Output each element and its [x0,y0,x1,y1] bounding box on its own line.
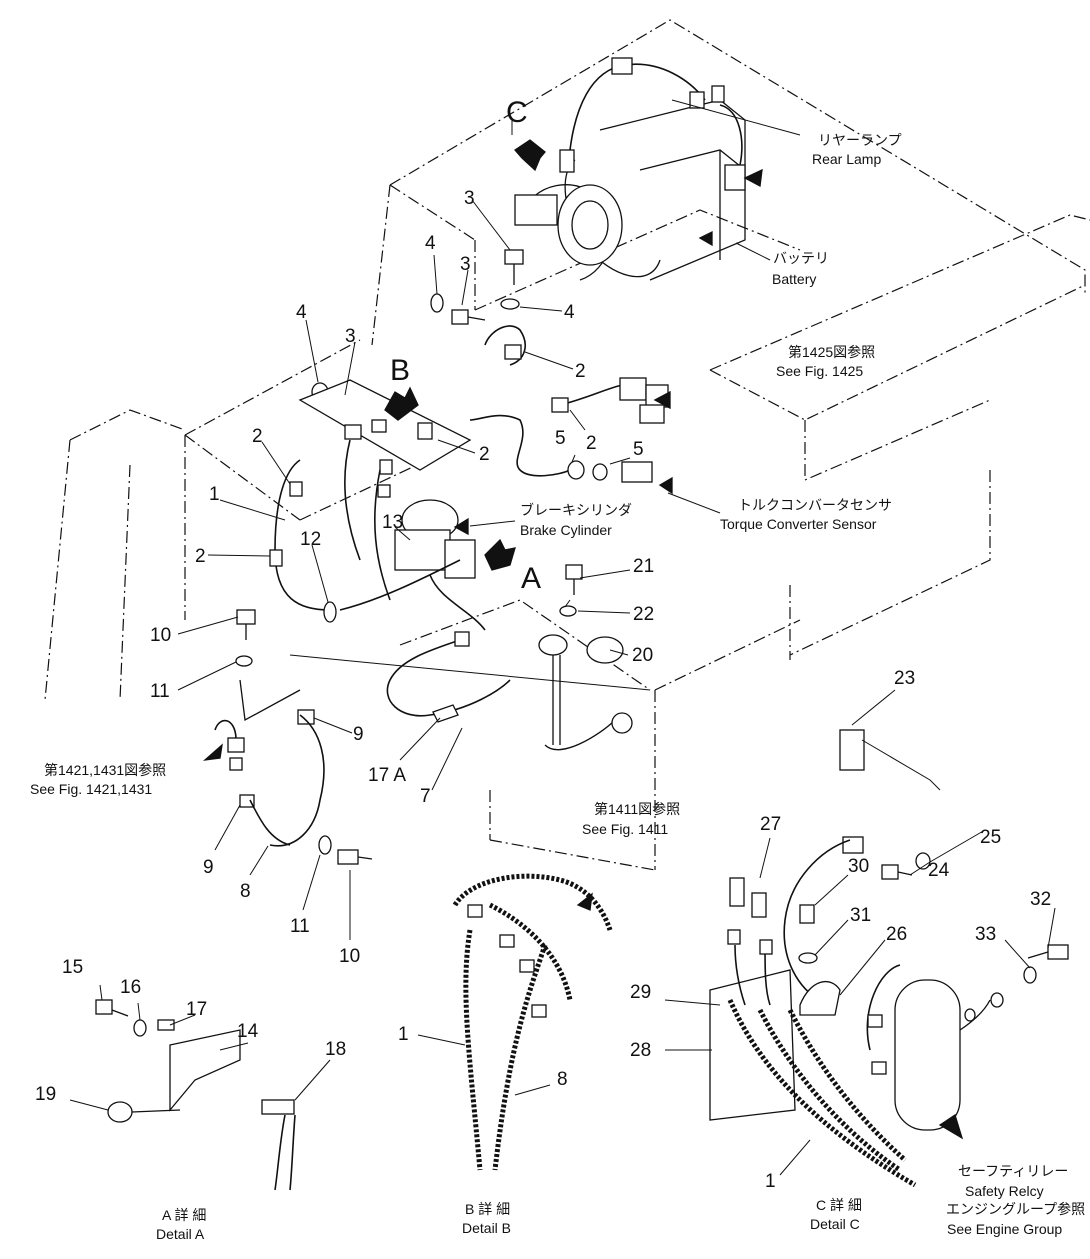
engine-group-label: See Engine Group [947,1221,1062,1237]
fig1425-label: See Fig. 1425 [776,363,863,379]
callout-10: 10 [150,625,171,646]
callout-30: 30 [848,856,869,877]
callout-22: 22 [633,604,654,625]
callout-14: 14 [237,1021,259,1042]
callout-B: B [390,354,410,387]
rear-lamp-jp-label: リヤーランプ [818,132,902,148]
torque-sensor-jp-label: トルクコンバータセンサ [738,497,892,513]
callout-1: 1 [765,1171,776,1192]
caption-labels: リヤーランプ Rear Lamp バッテリ Battery 第1425図参照 S… [30,132,1085,1242]
detail-a-drawing [95,999,296,1191]
callout-21: 21 [633,556,654,577]
callout-17A: 17 A [368,765,406,786]
fig1411-label: See Fig. 1411 [582,821,668,837]
callout-10: 10 [339,946,360,967]
brake-cylinder-jp-label: ブレーキシリンダ [520,502,632,518]
detail-a-jp-label: A 詳 細 [162,1207,206,1223]
detail-b-label: Detail B [462,1220,511,1236]
direction-arrows [202,139,964,1140]
callout-A: A [521,562,541,595]
callout-16: 16 [120,977,141,998]
callout-23: 23 [894,668,915,689]
machine-body-outline [44,19,1090,871]
detail-b-drawing [452,873,613,1171]
fig1421-label: See Fig. 1421,1431 [30,781,152,797]
callout-2: 2 [575,361,586,382]
callout-15: 15 [62,957,83,978]
callout-4: 4 [296,302,307,323]
callout-C: C [506,96,528,129]
callout-33: 33 [975,924,996,945]
bracket-b-assembly [214,377,669,865]
callout-labels: C B A 3 3 3 4 4 4 2 2 2 2 2 5 5 1 12 13 … [35,96,1051,1192]
callout-32: 32 [1030,889,1051,910]
callout-3: 3 [464,188,475,209]
callout-5: 5 [555,428,566,449]
brake-cylinder-label: Brake Cylinder [520,522,612,538]
safety-relay-label: Safety Relcy [965,1183,1044,1199]
callout-20: 20 [632,645,653,666]
callout-2: 2 [479,444,490,465]
callout-31: 31 [850,905,871,926]
callout-8: 8 [557,1069,568,1090]
callout-26: 26 [886,924,907,945]
fig1425-jp-label: 第1425図参照 [788,344,875,360]
detail-c-jp-label: C 詳 細 [816,1197,862,1213]
fig1411-jp-label: 第1411図参照 [594,801,680,817]
callout-29: 29 [630,982,651,1003]
callout-3: 3 [460,254,471,275]
callout-5: 5 [633,439,644,460]
callout-4: 4 [564,302,575,323]
callout-1: 1 [398,1024,409,1045]
callout-25: 25 [980,827,1001,848]
detail-c-drawing [709,729,1069,1188]
callout-2: 2 [586,433,597,454]
callout-4: 4 [425,233,436,254]
rear-lamp-label: Rear Lamp [812,151,881,167]
battery-jp-label: バッテリ [773,250,829,266]
callout-11: 11 [290,916,310,937]
leader-lines [69,99,1056,1176]
fig1421-jp-label: 第1421,1431図参照 [44,762,166,778]
battery-label: Battery [772,271,816,287]
rear-lamp-assembly [514,57,746,281]
callout-2: 2 [252,426,263,447]
callout-13: 13 [382,512,403,533]
detail-a-label: Detail A [156,1226,205,1242]
callout-9: 9 [353,724,364,745]
callout-24: 24 [928,860,950,881]
callout-27: 27 [760,814,781,835]
callout-8: 8 [240,881,251,902]
callout-17: 17 [186,999,207,1020]
callout-9: 9 [203,857,214,878]
engine-group-jp-label: エンジングループ参照 [946,1201,1085,1217]
detail-b-jp-label: B 詳 細 [465,1201,510,1217]
callout-3: 3 [345,326,356,347]
callout-19: 19 [35,1084,56,1105]
callout-1: 1 [209,484,220,505]
safety-relay-jp-label: セーフティリレー [958,1163,1068,1179]
callout-12: 12 [300,529,321,550]
callout-18: 18 [325,1039,346,1060]
callout-2: 2 [195,546,206,567]
detail-c-label: Detail C [810,1216,860,1232]
callout-28: 28 [630,1040,651,1061]
callout-7: 7 [420,786,431,807]
torque-sensor-label: Torque Converter Sensor [720,516,877,532]
callout-11: 11 [150,681,170,702]
